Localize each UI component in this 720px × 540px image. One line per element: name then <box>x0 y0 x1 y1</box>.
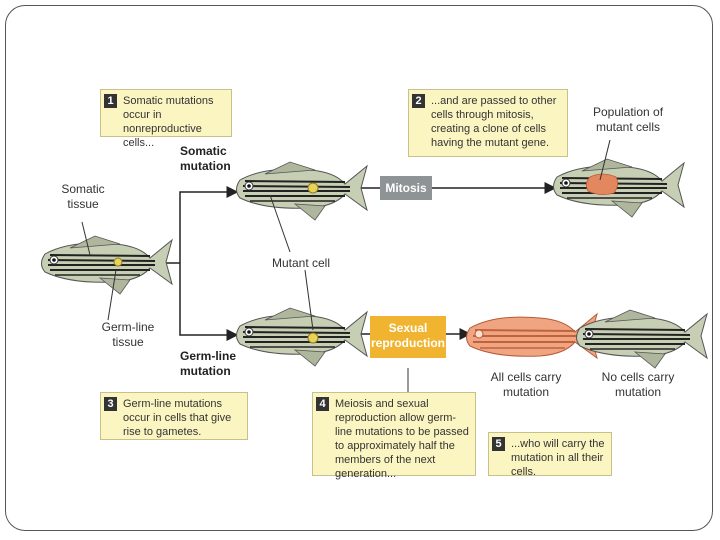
note-2: 2 ...and are passed to other cells throu… <box>408 89 568 157</box>
note-4: 4 Meiosis and sexual reproduction allow … <box>312 392 476 480</box>
sexual-reproduction-box <box>370 316 446 358</box>
note-3: 3 Germ-line mutations occur in cells tha… <box>100 392 248 440</box>
note-5: 5 ...who will carry the mutation in all … <box>488 432 612 478</box>
germline-branch-arrow <box>179 263 239 341</box>
fish-somatic-mutant <box>235 161 368 221</box>
note-4-number: 4 <box>316 397 329 411</box>
germline-mutation-label: Germ-line mutation <box>180 349 237 378</box>
population-label: Population of mutant cells <box>592 105 664 134</box>
note-5-number: 5 <box>492 437 505 451</box>
note-3-number: 3 <box>104 397 117 411</box>
mutant-cell-label: Mutant cell <box>271 256 331 270</box>
note-2-text: ...and are passed to other cells through… <box>431 95 557 149</box>
fish-germline-mutant <box>235 307 368 367</box>
fish-all-cells-mutant <box>466 312 598 360</box>
somatic-tissue-label: Somatic tissue <box>61 182 105 211</box>
fish-mutant-population <box>552 158 685 218</box>
note-2-number: 2 <box>412 94 425 108</box>
note-1: 1 Somatic mutations occur in nonreproduc… <box>100 89 232 149</box>
somatic-branch-arrow <box>179 186 239 263</box>
mutant-cell-pointer-bottom <box>304 269 314 331</box>
note-1-number: 1 <box>104 94 117 108</box>
germline-tissue-pointer <box>107 269 117 321</box>
somatic-tissue-pointer <box>81 221 91 256</box>
somatic-mutation-label: Somatic mutation <box>180 144 231 173</box>
note-1-text: Somatic mutations occur in nonreproducti… <box>123 95 214 149</box>
mutant-cell-pointer-top <box>269 194 291 253</box>
population-pointer <box>599 139 611 181</box>
note-3-text: Germ-line mutations occur in cells that … <box>123 398 232 438</box>
fish-original <box>40 235 173 295</box>
sexual-reproduction-label: Sexual reproduction <box>371 321 445 350</box>
mitosis-box <box>380 176 432 200</box>
mitosis-label: Mitosis <box>385 181 427 195</box>
note-4-text: Meiosis and sexual reproduction allow ge… <box>335 398 469 480</box>
germline-tissue-label: Germ-line tissue <box>101 320 155 349</box>
no-cells-label: No cells carry mutation <box>601 370 675 399</box>
note-5-text: ...who will carry the mutation in all th… <box>511 438 605 478</box>
all-cells-label: All cells carry mutation <box>490 370 562 399</box>
